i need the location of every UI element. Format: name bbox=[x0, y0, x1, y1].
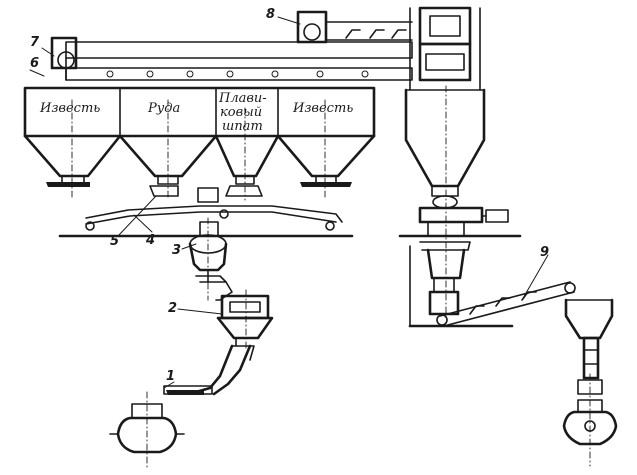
bin-label-ore: Руда bbox=[147, 101, 180, 116]
storage-bunker-right bbox=[398, 85, 522, 327]
bin-row bbox=[23, 86, 376, 201]
distributor-2 bbox=[194, 289, 274, 396]
discharge-hopper-right bbox=[564, 298, 614, 395]
bin-label-fluorspar-2: ковый bbox=[220, 105, 262, 120]
feeder-block-right bbox=[408, 277, 514, 328]
upper-conveyor-8 bbox=[296, 10, 413, 44]
callout-8: 8 bbox=[266, 7, 275, 22]
callout-5: 5 bbox=[110, 234, 119, 249]
drive-housing bbox=[409, 6, 481, 91]
callout-4: 4 bbox=[145, 233, 155, 248]
bin-label-fluorspar-1: Плави- bbox=[218, 91, 267, 106]
callout-1: 1 bbox=[166, 369, 175, 384]
chute-gate-1 bbox=[163, 385, 213, 395]
converter-right bbox=[562, 373, 618, 467]
callout-2: 2 bbox=[168, 301, 177, 316]
leader-lines bbox=[29, 16, 549, 389]
bin-label-lime-2: Известь bbox=[292, 101, 353, 116]
bin-label-lime-1: Известь bbox=[39, 101, 100, 116]
converter-left bbox=[109, 391, 185, 469]
weighing-hopper-3 bbox=[188, 217, 233, 301]
callout-9: 9 bbox=[540, 245, 549, 260]
callout-3: 3 bbox=[172, 243, 181, 258]
bin-label-fluorspar-3: шпат bbox=[222, 119, 263, 134]
collecting-conveyor bbox=[58, 187, 354, 238]
callout-7: 7 bbox=[30, 35, 40, 50]
callout-6: 6 bbox=[30, 56, 39, 71]
head-drum-7 bbox=[50, 36, 78, 70]
top-belt-conveyor bbox=[65, 41, 413, 81]
